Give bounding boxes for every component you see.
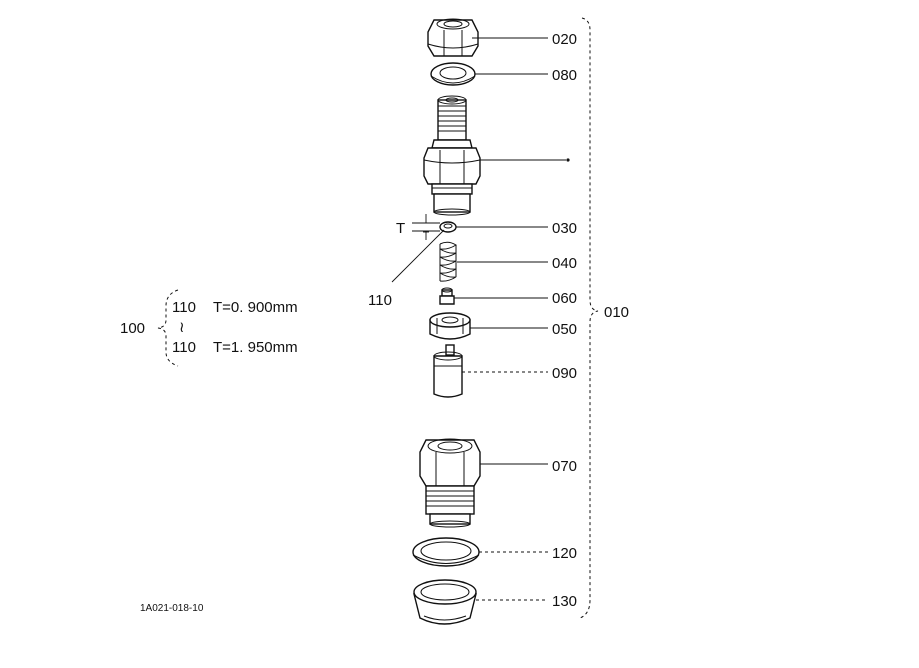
cap-130 — [413, 579, 477, 625]
washer-080 — [430, 62, 476, 86]
label-060: 060 — [552, 290, 577, 307]
gasket-120 — [412, 537, 480, 567]
shim-last-part: 110 — [172, 339, 196, 356]
shim-set-table: 100 110 T=0. 900mm ≀ 110 T=1. 950mm — [120, 299, 298, 356]
label-thickness-t: T — [396, 220, 405, 237]
label-020: 020 — [552, 31, 577, 48]
label-050: 050 — [552, 321, 577, 338]
label-shim-110: 110 — [368, 292, 392, 309]
label-040: 040 — [552, 255, 577, 272]
label-090: 090 — [552, 365, 577, 382]
spacer-050 — [429, 312, 471, 340]
spring-seat-060 — [439, 287, 455, 305]
label-group-100: 100 — [120, 320, 145, 337]
figure-reference: 1A021-018-10 — [140, 603, 204, 614]
assembly-brace — [579, 17, 599, 619]
shim-first-thickness: T=0. 900mm — [213, 299, 298, 316]
nozzle-holder-body — [423, 95, 481, 216]
label-070: 070 — [552, 458, 577, 475]
hex-nut-020 — [427, 18, 479, 57]
nozzle-090 — [433, 344, 463, 398]
label-080: 080 — [552, 67, 577, 84]
shim-range-mark: ≀ — [179, 319, 185, 336]
spring-040 — [439, 241, 457, 285]
retaining-nut-070 — [419, 438, 481, 528]
leader-lines — [391, 37, 570, 601]
label-120: 120 — [552, 545, 577, 562]
shim-030 — [439, 221, 457, 233]
shim-first-part: 110 — [172, 299, 196, 316]
shim-set-brace — [157, 289, 179, 367]
label-030: 030 — [552, 220, 577, 237]
part-labels: 020 080 030 040 060 050 090 070 120 130 … — [368, 31, 629, 610]
shim-last-thickness: T=1. 950mm — [213, 339, 298, 356]
label-130: 130 — [552, 593, 577, 610]
label-assembly-010: 010 — [604, 304, 629, 321]
